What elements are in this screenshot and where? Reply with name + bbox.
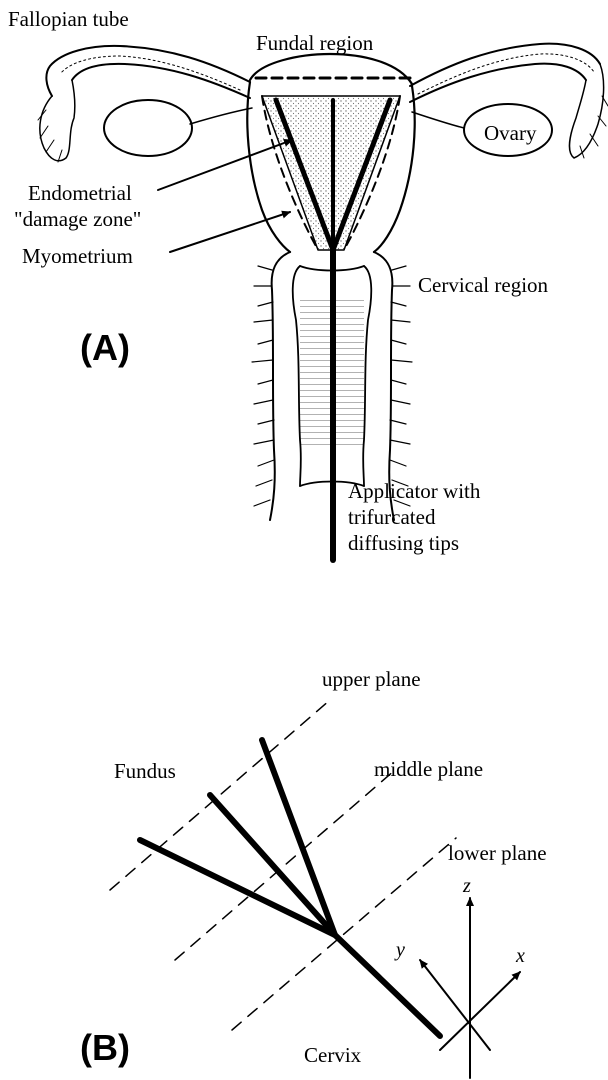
y-axis-label: y bbox=[394, 939, 405, 961]
label-ovary: Ovary bbox=[484, 121, 537, 145]
coordinate-axes: z y x bbox=[394, 875, 525, 1078]
panel-a-label: (A) bbox=[80, 327, 130, 368]
panel-b-label: (B) bbox=[80, 1027, 130, 1068]
applicator-schematic bbox=[140, 740, 440, 1036]
label-fundus: Fundus bbox=[114, 759, 176, 783]
label-applicator-line3: diffusing tips bbox=[348, 531, 459, 555]
label-cervix: Cervix bbox=[304, 1043, 362, 1067]
label-endometrial-line1: Endometrial bbox=[28, 181, 132, 205]
label-endometrial-line2: "damage zone" bbox=[14, 207, 141, 231]
x-axis-label: x bbox=[515, 945, 525, 967]
label-lower-plane: lower plane bbox=[448, 841, 547, 865]
label-upper-plane: upper plane bbox=[322, 667, 421, 691]
panel-a: Fallopian tube Fundal region Ovary Endom… bbox=[8, 7, 608, 560]
label-fallopian-tube: Fallopian tube bbox=[8, 7, 129, 31]
label-cervical-region: Cervical region bbox=[418, 273, 549, 297]
label-applicator-line2: trifurcated bbox=[348, 505, 436, 529]
label-myometrium: Myometrium bbox=[22, 244, 133, 268]
upper-plane-line bbox=[110, 700, 330, 890]
label-applicator-line1: Applicator with bbox=[348, 479, 481, 503]
z-axis-label: z bbox=[462, 875, 471, 897]
lower-plane-line bbox=[232, 838, 456, 1030]
label-fundal-region: Fundal region bbox=[256, 31, 374, 55]
panel-b: z y x upper plane middle plane lower pla… bbox=[80, 667, 547, 1078]
label-middle-plane: middle plane bbox=[374, 757, 483, 781]
